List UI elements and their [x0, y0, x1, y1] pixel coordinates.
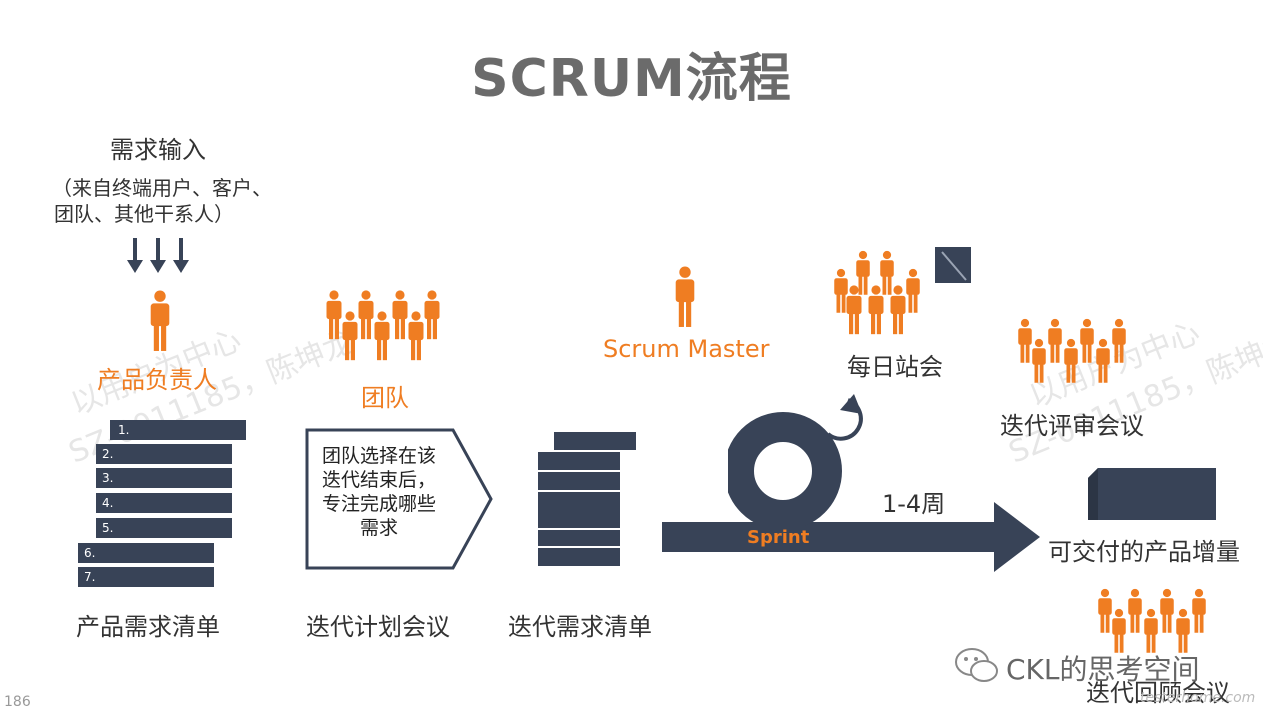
sprint-backlog-label: 迭代需求清单	[508, 613, 652, 641]
requirements-source-line2: 团队、其他干系人）	[54, 202, 234, 226]
product-backlog-stack: 1. 2. 3. 4. 5. 6. 7.	[76, 418, 251, 593]
sprint-backlog-item	[554, 432, 636, 450]
requirements-source-line1: （来自终端用户、客户、	[52, 176, 272, 200]
sprint-planning-label: 迭代计划会议	[306, 613, 450, 641]
backlog-item: 4.	[96, 493, 232, 513]
daily-standup-label: 每日站会	[847, 353, 943, 381]
page-number: 186	[4, 694, 31, 710]
product-owner-person-icon	[147, 290, 173, 352]
backlog-item: 5.	[96, 518, 232, 538]
scrum-master-label: Scrum Master	[603, 335, 770, 363]
backlog-item: 3.	[96, 468, 232, 488]
site-text: testerhome.com	[1140, 690, 1256, 706]
product-backlog-label: 产品需求清单	[76, 613, 220, 641]
backlog-item: 7.	[78, 567, 214, 587]
sprint-backlog-item	[538, 548, 620, 566]
clock-icon	[935, 247, 971, 283]
sprint-duration: 1-4周	[882, 490, 946, 518]
sprint-arrow	[662, 502, 1040, 572]
sprint-planning-shape	[305, 428, 493, 570]
sprint-backlog-item	[538, 472, 620, 490]
sprint-review-label: 迭代评审会议	[1000, 412, 1144, 440]
product-increment-shape	[1088, 468, 1216, 520]
retrospective-label: 迭代回顾会议	[1086, 679, 1230, 707]
team-people-icon	[326, 290, 440, 361]
backlog-item: 6.	[78, 543, 214, 563]
sprint-backlog-item	[538, 530, 620, 546]
sprint-backlog-item	[538, 452, 620, 470]
daily-standup-people-icon	[834, 250, 920, 335]
backlog-item: 1.	[110, 420, 246, 440]
sprint-cycle-icon	[728, 394, 863, 526]
requirements-title: 需求输入	[110, 136, 206, 164]
product-increment-label: 可交付的产品增量	[1048, 538, 1240, 566]
sprint-review-people-icon	[1018, 318, 1126, 383]
sprint-label: Sprint	[747, 527, 810, 548]
page-title: SCRUM流程	[471, 49, 792, 109]
sprint-backlog-item	[538, 492, 620, 528]
sprint-backlog-stack	[536, 430, 640, 570]
down-arrows-icon	[127, 238, 189, 273]
sprint-planning-text: 团队选择在该 迭代结束后， 专注完成哪些 需求	[321, 445, 436, 539]
backlog-item: 2.	[96, 444, 232, 464]
wechat-icon	[955, 648, 998, 682]
brand-text: CKL的思考空间	[1006, 653, 1200, 686]
team-label: 团队	[361, 384, 409, 412]
scrum-master-person-icon	[672, 266, 698, 328]
product-owner-label: 产品负责人	[97, 366, 217, 394]
